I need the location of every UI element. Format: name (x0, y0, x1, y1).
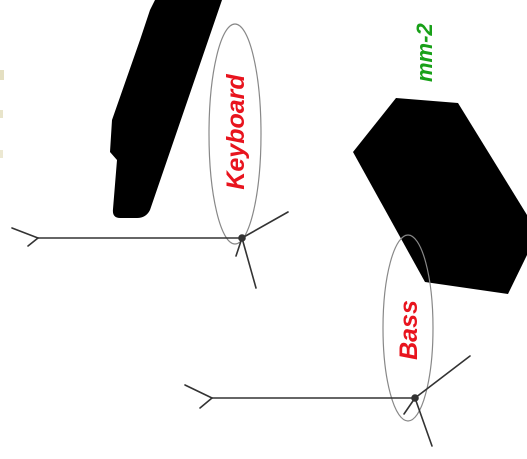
top-right-label: mm-2 (412, 23, 437, 82)
keyboard-label: Keyboard (222, 74, 250, 190)
keyboard-stand (12, 212, 288, 288)
keyboard-shape (110, 0, 222, 218)
bass-label: Bass (395, 300, 423, 360)
bass-stand (185, 356, 470, 446)
bass-shape (353, 98, 527, 294)
left-edge-marks (0, 70, 4, 158)
